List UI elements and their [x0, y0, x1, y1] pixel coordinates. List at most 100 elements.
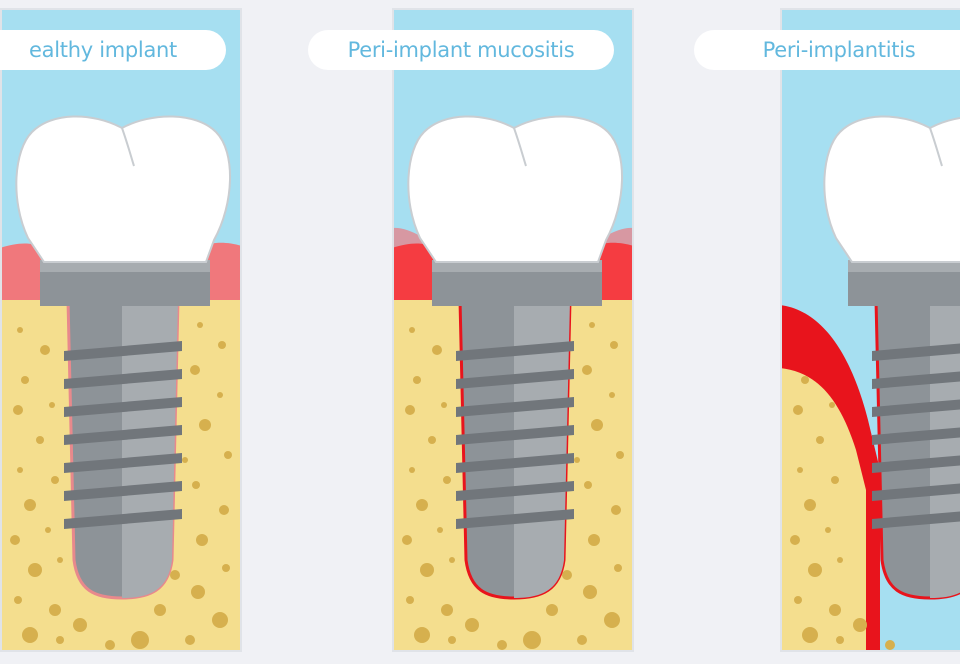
bone-pore: [804, 499, 816, 511]
bone-pore: [196, 534, 208, 546]
screw-thread: [456, 509, 574, 529]
bone-pore: [794, 596, 802, 604]
bone-pore: [523, 631, 541, 649]
screw-thread: [872, 371, 960, 389]
screw-thread: [456, 453, 574, 473]
label-healthy-implant: ealthy implant: [0, 30, 226, 70]
bone-pore: [582, 365, 592, 375]
bone-pore: [217, 392, 223, 398]
panel-body: [0, 8, 242, 652]
bone-pore: [190, 365, 200, 375]
bone-pore: [222, 564, 230, 572]
bone-pore: [591, 419, 603, 431]
bone-pore: [24, 499, 36, 511]
panel-body: [392, 8, 634, 652]
bone-tissue: [780, 368, 866, 652]
bone-pore: [154, 604, 166, 616]
bone-pore: [443, 476, 451, 484]
bone-pore: [802, 627, 818, 643]
panel-frame: [0, 8, 242, 652]
dental-crown: [823, 115, 960, 263]
bone-pore: [28, 563, 42, 577]
bone-pore: [610, 341, 618, 349]
bone-pore: [14, 596, 22, 604]
bone-pore: [583, 585, 597, 599]
screw-thread: [64, 397, 182, 417]
bone-pore: [409, 467, 415, 473]
bone-pore: [825, 527, 831, 533]
bone-pore: [182, 457, 188, 463]
bone-pore: [219, 505, 229, 515]
bone-pore: [589, 322, 595, 328]
bone-pore: [829, 402, 835, 408]
bone-pore: [170, 570, 180, 580]
bone-pore: [56, 636, 64, 644]
bone-pore: [17, 327, 23, 333]
bone-pore: [57, 557, 63, 563]
bone-pore: [441, 604, 453, 616]
bone-pore: [465, 618, 479, 632]
bone-pore: [36, 436, 44, 444]
panel-healthy: [0, 8, 242, 652]
bone-pore: [831, 476, 839, 484]
bone-pore: [218, 341, 226, 349]
implant: [823, 115, 960, 600]
screw-thread: [64, 369, 182, 389]
bone-pore: [416, 499, 428, 511]
dental-crown: [407, 115, 623, 263]
screw-thread: [456, 481, 574, 501]
bone-pore: [428, 436, 436, 444]
bone-pore: [40, 345, 50, 355]
bone-pore: [185, 635, 195, 645]
bone-pore: [584, 481, 592, 489]
bone-pore: [611, 505, 621, 515]
screw-thread: [456, 369, 574, 389]
panel-frame: [780, 8, 960, 652]
screw-thread: [64, 481, 182, 501]
crown-groove: [513, 127, 527, 167]
bone-pore: [191, 585, 205, 599]
bone-pore: [73, 618, 87, 632]
bone-pore: [836, 636, 844, 644]
bone-pore: [413, 376, 421, 384]
bone-pore: [49, 604, 61, 616]
bone-pore: [21, 376, 29, 384]
bone-pore: [448, 636, 456, 644]
panel-body: [780, 8, 960, 652]
bone-pore: [437, 527, 443, 533]
bone-pore: [406, 596, 414, 604]
bone-pore: [441, 402, 447, 408]
panel-frame: [392, 8, 634, 652]
bone-pore: [432, 345, 442, 355]
screw-thread: [872, 399, 960, 417]
implant: [407, 115, 623, 600]
bone-pore: [616, 451, 624, 459]
bone-pore: [49, 402, 55, 408]
screw-thread: [872, 511, 960, 529]
bone-pore: [801, 376, 809, 384]
bone-pore: [449, 557, 455, 563]
bone-pore: [192, 481, 200, 489]
bone-pore: [588, 534, 600, 546]
screw-thread: [872, 483, 960, 501]
screw-thread: [64, 425, 182, 445]
crown-groove: [929, 127, 943, 167]
bone-pore: [22, 627, 38, 643]
implant: [15, 115, 231, 600]
bone-pore: [574, 457, 580, 463]
bone-pore: [17, 467, 23, 473]
screw-thread: [872, 427, 960, 445]
bone-pore: [105, 640, 115, 650]
bone-pore: [829, 604, 841, 616]
bone-pore: [793, 405, 803, 415]
label-peri-implantitis: Peri-implantitis: [694, 30, 960, 70]
bone-pore: [885, 640, 895, 650]
panel-mucositis: [392, 8, 634, 652]
bone-pore: [609, 392, 615, 398]
bone-pore: [197, 322, 203, 328]
screw-thread: [456, 341, 574, 361]
bone-pore: [614, 564, 622, 572]
bone-pore: [199, 419, 211, 431]
bone-pore: [51, 476, 59, 484]
